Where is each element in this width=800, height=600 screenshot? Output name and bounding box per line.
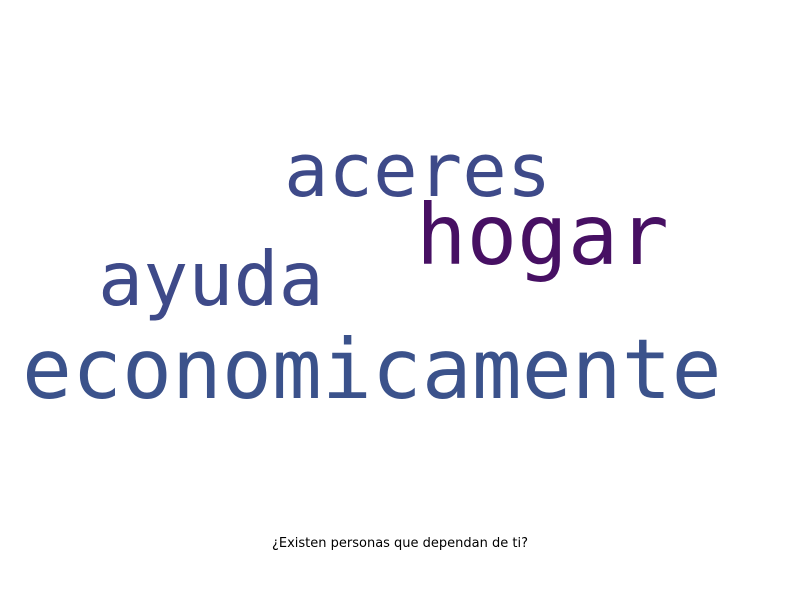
caption-text: ¿Existen personas que dependan de ti?	[271, 536, 529, 551]
word-aceres: aceres	[284, 128, 552, 214]
word-economicamente: economicamente	[22, 321, 722, 418]
word-ayuda: ayuda	[98, 235, 324, 323]
word-hogar: hogar	[416, 186, 669, 284]
